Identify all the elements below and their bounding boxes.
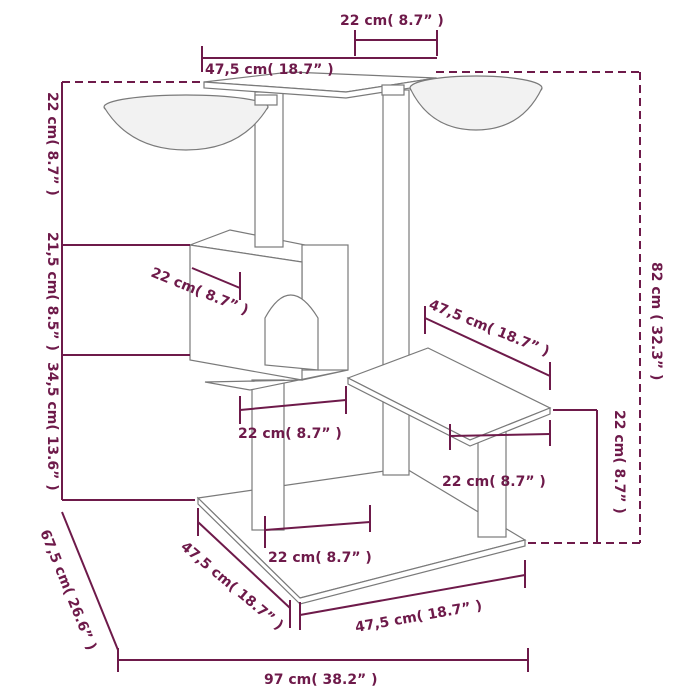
label-top-platform: 47,5 cm( 18.7” ) — [205, 62, 334, 78]
label-upper-height: 22 cm( 8.7” ) — [44, 92, 60, 196]
label-top-width: 22 cm( 8.7” ) — [340, 13, 444, 29]
short-post — [477, 424, 507, 538]
dimension-lines — [61, 30, 641, 672]
center-post — [251, 379, 285, 531]
cat-tree — [103, 71, 552, 605]
label-house-height: 21,5 cm( 8.5” ) — [44, 232, 60, 351]
label-right-platform-height: 22 cm( 8.7” ) — [611, 410, 627, 514]
label-total-width: 97 cm( 38.2” ) — [264, 672, 378, 688]
dim-line-base-width — [299, 574, 526, 616]
label-base-small: 22 cm( 8.7” ) — [268, 550, 372, 566]
label-total-height: 82 cm ( 32.3” ) — [648, 262, 664, 380]
right-platform-edge — [347, 377, 551, 447]
label-right-platform-width: 22 cm( 8.7” ) — [442, 474, 546, 490]
house-entrance — [264, 294, 319, 371]
tall-post — [382, 89, 410, 476]
right-hammock — [381, 75, 543, 131]
label-base-width: 47,5 cm( 18.7” ) — [354, 598, 483, 636]
house-floor — [204, 369, 349, 391]
dim-line-house-depth — [191, 267, 241, 289]
left-hammock — [103, 94, 278, 151]
dim-line-house-width — [239, 399, 347, 411]
dim-line-base-depth — [197, 521, 291, 609]
label-lower-height: 34,5 cm( 13.6” ) — [44, 362, 60, 491]
dim-line-right-platform — [424, 317, 551, 377]
label-house-width: 22 cm( 8.7” ) — [238, 426, 342, 442]
label-total-depth: 67,5 cm( 26.6” ) — [36, 528, 99, 653]
dim-line-right-platform-width — [449, 433, 551, 437]
dim-line-base-small — [264, 521, 371, 531]
dim-line-total-depth — [61, 511, 119, 651]
